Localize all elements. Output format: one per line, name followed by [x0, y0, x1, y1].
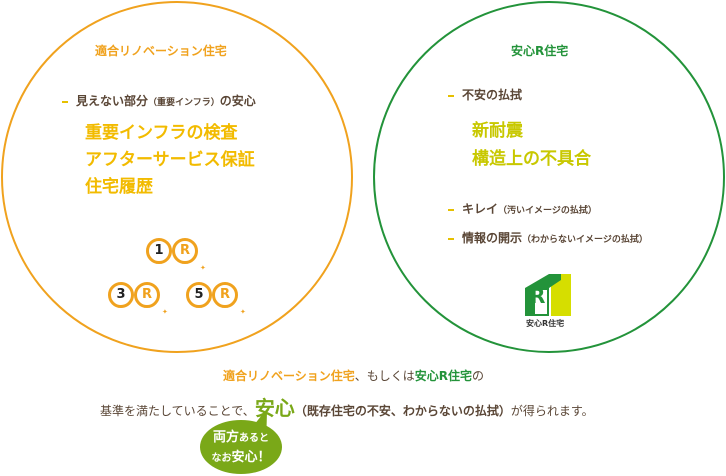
footer-text: の	[472, 369, 485, 383]
badge-r: R	[212, 282, 238, 308]
renovation-title: 適合リノベーション住宅	[95, 44, 227, 58]
bullet-text: キレイ	[462, 202, 499, 216]
anshin-r-circle	[373, 1, 725, 353]
bubble-text: あると	[239, 433, 269, 444]
sparkle-icon: ✦	[162, 308, 168, 316]
anshin-items: 新耐震 構造上の不具合	[472, 117, 591, 173]
bullet-paren: （わからないイメージの払拭）	[522, 235, 648, 245]
bullet-paren: （汚いイメージの払拭）	[498, 206, 597, 216]
house-r-icon	[525, 274, 571, 316]
sparkle-icon: ✦	[200, 264, 206, 272]
item-earthquake: 新耐震	[472, 121, 523, 141]
bullet-text: 情報の開示	[462, 231, 523, 245]
badge-number: 1	[146, 238, 172, 264]
item-structure: 構造上の不具合	[472, 149, 591, 169]
renovation-items: 重要インフラの検査 アフターサービス保証 住宅履歴	[85, 120, 255, 201]
footer-text: が得られます。	[510, 404, 594, 418]
badge-number: 3	[108, 282, 134, 308]
footer-text: 、もしくは	[354, 369, 415, 383]
anshin-bullet-anxiety: 不安の払拭	[448, 86, 522, 103]
bullet-text: 不安の払拭	[462, 88, 523, 102]
anshin-title: 安心R住宅	[511, 44, 569, 58]
anshin-bullet-disclosure: 情報の開示（わからないイメージの払拭）	[448, 229, 648, 246]
speech-bubble: 両方あると なお安心！	[200, 420, 282, 474]
badge-number: 5	[186, 282, 212, 308]
item-after-service: アフターサービス保証	[85, 150, 255, 170]
sparkle-icon: ✦	[240, 308, 246, 316]
bullet-text: 見えない部分	[76, 94, 149, 108]
logo-letter: R	[530, 284, 546, 308]
bubble-text: 両方	[212, 430, 239, 445]
badge-r: R	[172, 238, 198, 264]
bubble-text: 安心！	[231, 450, 271, 465]
bullet-paren: （重要インフラ）	[148, 98, 220, 108]
badge-r: R	[134, 282, 160, 308]
logo-caption: 安心R住宅	[526, 319, 565, 328]
item-house-history: 住宅履歴	[85, 177, 153, 197]
bullet-tail: の安心	[219, 94, 256, 108]
footer-line2: 基準を満たしていることで、安心（既存住宅の不安、わからないの払拭）が得られます。	[100, 392, 594, 421]
renovation-name: 適合リノベーション住宅	[223, 369, 355, 383]
bubble-text: なお	[211, 453, 232, 464]
renovation-bullet: 見えない部分（重要インフラ）の安心	[62, 92, 256, 109]
anshin-bullet-clean: キレイ（汚いイメージの払拭）	[448, 200, 597, 217]
renovation-circle	[1, 1, 353, 353]
anshin-emphasis: 安心	[254, 396, 295, 420]
footer-line1: 適合リノベーション住宅、もしくは安心R住宅の	[223, 367, 484, 384]
footer-paren: （既存住宅の不安、わからないの払拭）	[294, 404, 511, 418]
footer-text: 基準を満たしていることで、	[100, 404, 255, 418]
item-infra-inspection: 重要インフラの検査	[85, 123, 238, 143]
anshin-name: 安心R住宅	[414, 369, 473, 383]
